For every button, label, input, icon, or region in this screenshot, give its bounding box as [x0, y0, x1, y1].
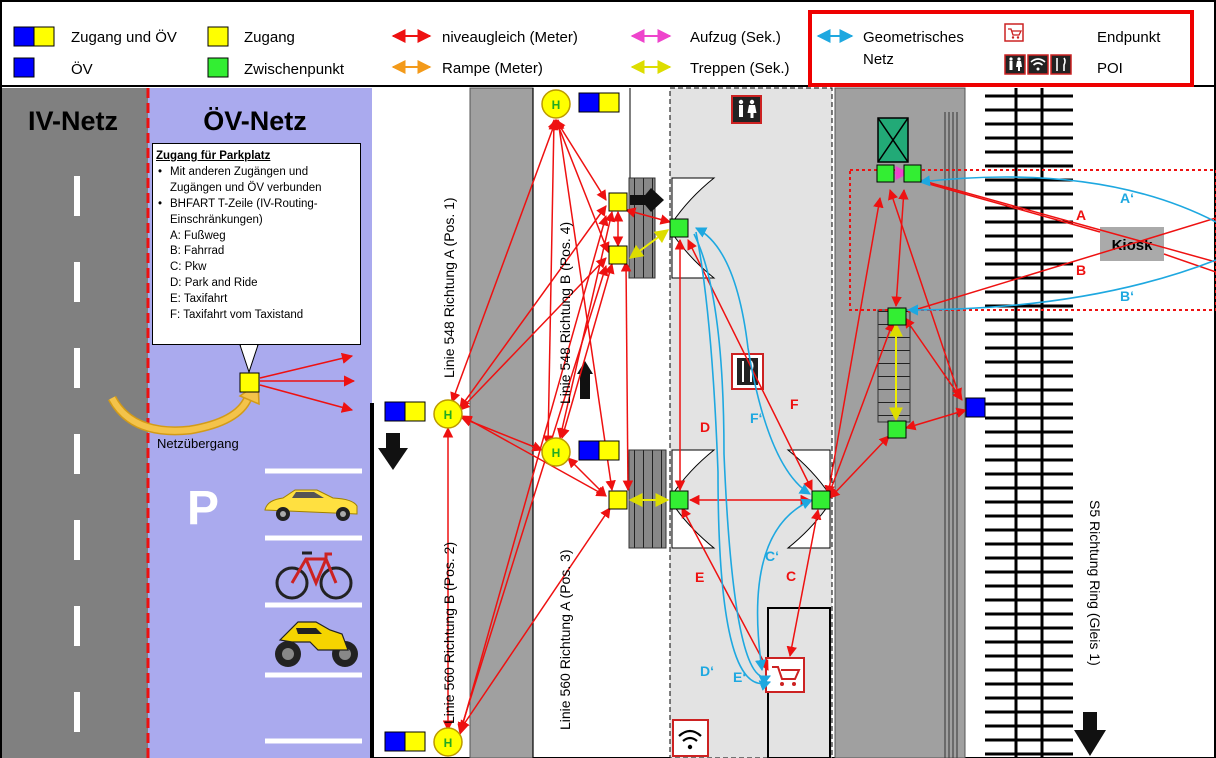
direction-arrow-s5 — [1074, 730, 1106, 756]
cart-icon — [1004, 23, 1024, 42]
direction-arrow-up — [577, 361, 593, 374]
info-item-e: E: Taxifahrt — [170, 293, 228, 306]
elevator-icon — [877, 117, 909, 163]
svg-text:A‘: A‘ — [1120, 190, 1134, 206]
intermediate-nodes — [669, 164, 922, 510]
legend-geometrisch-1: Geometrisches — [863, 29, 964, 46]
svg-text:C‘: C‘ — [765, 548, 779, 564]
legend-swatch-yellow — [33, 26, 55, 47]
stop-label-548-b: Linie 548 Richtung B (Pos. 4) — [557, 222, 573, 404]
edge-labels: D F E C A B F‘ C‘ D‘ E‘ A‘ B‘ — [695, 190, 1134, 685]
info-bullet-1: Mit anderen Zugängen und Zugängen und ÖV… — [156, 165, 356, 197]
railway-sleepers — [985, 94, 1073, 756]
stop-node-548-a: H — [384, 399, 463, 429]
iv-netz-label: IV-Netz — [28, 106, 118, 136]
svg-text:A: A — [1076, 207, 1086, 223]
legend-swatch-zwischen — [207, 57, 229, 78]
legend-highlight-box — [808, 10, 1194, 87]
motorcycle-icon — [275, 621, 358, 667]
legend-aufzug: Aufzug (Sek.) — [690, 29, 781, 46]
oev-netz-label: ÖV-Netz — [203, 106, 307, 136]
parking-stalls — [265, 468, 362, 744]
parking-label: P — [187, 482, 219, 535]
access-nodes — [608, 192, 628, 510]
legend-swatch-oev — [13, 57, 35, 78]
niveaugleich-edges — [442, 118, 1216, 736]
concourse-wifi-icon — [672, 719, 709, 757]
road-lane-markings — [74, 176, 80, 732]
legend-niveaugleich: niveaugleich (Meter) — [442, 29, 578, 46]
info-bullet-2: BHFART T-Zeile (IV-Routing-Einschränkung… — [156, 197, 356, 229]
legend-oev: ÖV — [71, 60, 93, 78]
s5-label: S5 Richtung Ring (Gleis 1) — [1087, 500, 1103, 666]
legend: Zugang und ÖV ÖV Zugang Zwischenpunkt ni… — [13, 10, 1194, 87]
legend-endpunkt: Endpunkt — [1097, 29, 1161, 46]
geometrisches-edges — [693, 175, 1216, 691]
svg-text:D: D — [700, 419, 710, 435]
legend-zugang-oev: Zugang und ÖV — [71, 28, 177, 46]
svg-text:C: C — [786, 568, 796, 584]
direction-arrow-down — [378, 448, 408, 470]
svg-text:F‘: F‘ — [750, 410, 762, 426]
treppen-edges — [628, 229, 903, 507]
legend-swatch-zugang — [207, 26, 229, 47]
wifi-icon — [1027, 54, 1049, 75]
info-item-f: F: Taxifahrt vom Taxistand — [170, 309, 304, 322]
stop-label-560-b: Linie 560 Richtung B (Pos. 2) — [441, 542, 457, 724]
svg-text:B‘: B‘ — [1120, 288, 1134, 304]
info-title: Zugang für Parkplatz — [156, 150, 271, 162]
stop-label-560-a: Linie 560 Richtung A (Pos. 3) — [557, 549, 573, 730]
legend-poi: POI — [1097, 60, 1123, 77]
legend-swatch-blue — [13, 26, 35, 47]
parking-access-info-box: Zugang für Parkplatz Mit anderen Zugänge… — [152, 143, 361, 345]
bus-platform — [469, 87, 534, 758]
svg-text:D‘: D‘ — [700, 663, 714, 679]
svg-text:E‘: E‘ — [733, 669, 746, 685]
svg-text:H: H — [444, 408, 453, 422]
svg-text:F: F — [790, 396, 799, 412]
car-icon — [264, 489, 358, 521]
svg-text:E: E — [695, 569, 704, 585]
info-item-d: D: Park and Ride — [170, 277, 258, 290]
legend-geometrisch-2: Netz — [863, 51, 894, 68]
stop-node-560-a: H — [541, 437, 620, 467]
info-item-c: C: Pkw — [170, 261, 207, 274]
bicycle-icon — [275, 551, 353, 600]
toilet-icon — [1004, 54, 1026, 75]
svg-text:H: H — [552, 446, 561, 460]
platform-stairs — [877, 309, 911, 423]
restaurant-icon — [1050, 54, 1072, 75]
netzuebergang-label: Netzübergang — [157, 436, 239, 451]
railway-track — [1014, 88, 1044, 758]
svg-text:H: H — [552, 98, 561, 112]
shop-cart-icon — [765, 657, 805, 693]
legend-rampe: Rampe (Meter) — [442, 60, 543, 77]
info-item-a: A: Fußweg — [170, 229, 226, 242]
info-item-b: B: Fahrrad — [170, 245, 225, 258]
legend-zwischenpunkt: Zwischenpunkt — [244, 61, 345, 78]
stop-node-548-b: H — [541, 89, 620, 119]
svg-text:H: H — [444, 736, 453, 750]
parking-access-node — [239, 372, 260, 393]
concourse-toilet-icon — [731, 95, 762, 124]
direction-arrow-right — [641, 188, 664, 212]
parking-access-links — [259, 352, 356, 413]
rail-stop-node — [965, 397, 986, 418]
stop-label-548-a: Linie 548 Richtung A (Pos. 1) — [441, 197, 457, 378]
svg-text:B: B — [1076, 262, 1086, 278]
stop-node-560-b: H — [384, 727, 463, 757]
legend-treppen: Treppen (Sek.) — [690, 60, 790, 77]
legend-zugang: Zugang — [244, 29, 295, 46]
